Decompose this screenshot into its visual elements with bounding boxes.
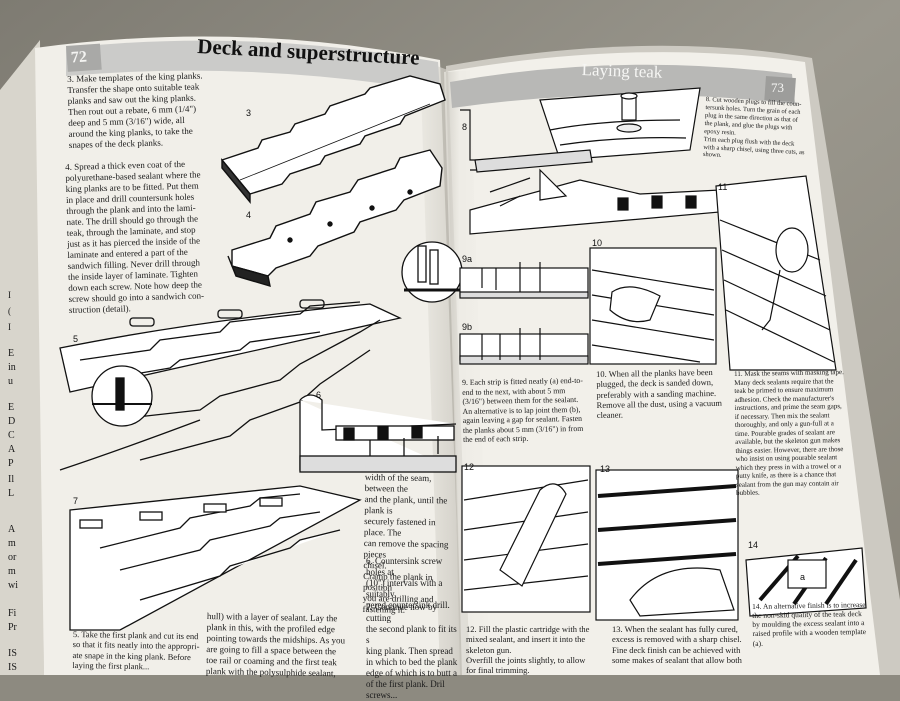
fig-label-3: 3 — [246, 108, 252, 118]
fig-label-9b: 9b — [462, 322, 473, 332]
fig-label-14: 14 — [748, 540, 759, 550]
fig-label-11: 11 — [718, 182, 728, 192]
figure-8-plugs — [539, 87, 701, 161]
left-header-band — [66, 40, 440, 92]
right-para-14: 14. An alternative finish is to increase… — [752, 600, 867, 648]
fig-label-13: 13 — [600, 464, 611, 474]
fig-label-10: 10 — [592, 238, 603, 248]
figure-7-planking — [69, 485, 362, 631]
figure-12-fill-joints — [461, 465, 591, 613]
right-page-title: Laying teak — [581, 60, 663, 82]
figure-4-king-plank-fixed — [227, 149, 443, 287]
fig-label-5: 5 — [73, 334, 79, 344]
figure-8-trimming — [460, 109, 721, 235]
right-para-13: 13. When the sealant has fully cured, ex… — [612, 624, 742, 666]
page-stack-left — [0, 40, 44, 675]
right-para-9: 9. Each strip is fitted neatly (a) end-t… — [462, 375, 584, 444]
right-page-number: 73 — [771, 80, 784, 95]
fig-label-6: 6 — [316, 390, 322, 400]
left-page-number: 72 — [70, 48, 88, 67]
left-para-7: 7. Continue now by cutting the second pl… — [366, 602, 458, 700]
right-para-12: 12. Fill the plastic cartridge with the … — [466, 624, 590, 676]
fig-label-8: 8 — [462, 122, 468, 132]
fig-label-7: 7 — [73, 496, 79, 506]
figure-11-masking — [715, 175, 837, 371]
fig-label-9a: 9a — [462, 254, 473, 264]
figure-4-detail-circle — [401, 241, 463, 303]
left-para-3: 3. Make templates of the king planks. Tr… — [67, 70, 203, 150]
right-para-11: 11. Mask the seams with masking tape. Ma… — [734, 368, 844, 498]
left-para-6: 6. Countersink screw holes at (10") inte… — [366, 556, 450, 610]
left-page-number-box — [66, 43, 102, 72]
right-para-8: 8. Cut wooden plugs to fill the coun- te… — [702, 96, 805, 160]
figure-6-cross-section — [299, 394, 457, 473]
figure-14-template — [745, 547, 867, 617]
fig-label-12: 12 — [464, 462, 475, 472]
right-page-number-box — [764, 76, 796, 103]
figure-10-sanding — [589, 247, 717, 365]
figure-13-chisel — [595, 469, 739, 621]
right-header-band — [450, 64, 795, 108]
fig-label-14a: a — [800, 572, 806, 582]
figure-3-king-plank — [220, 75, 446, 204]
fig-label-4: 4 — [246, 210, 252, 220]
book-photo — [0, 0, 900, 676]
figure-5-deck-layout — [59, 299, 402, 471]
left-para-4: 4. Spread a thick even coat of the polyu… — [65, 158, 205, 315]
figure-9-strips — [459, 262, 589, 365]
left-margin-fragments: I ( I E in u E D C A P Il L A m or m wi … — [8, 290, 18, 673]
right-para-10: 10. When all the planks have been plugge… — [596, 366, 723, 421]
left-col2-bottom: hull) with a layer of sealant. Lay the p… — [205, 611, 346, 679]
